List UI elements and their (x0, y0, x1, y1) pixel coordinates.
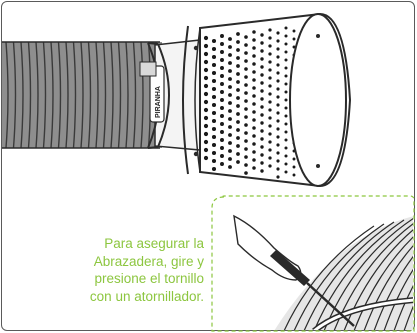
perforation-dots (203, 26, 296, 179)
hose-clamp: PIRANHA (139, 42, 170, 149)
filter-end-cap (289, 13, 347, 187)
screwdriver-icon (270, 250, 355, 327)
inset-callout-border (211, 195, 415, 332)
flexible-duct (2, 41, 162, 149)
instruction-caption: Para asegurar la Abrazadera, gire y pres… (89, 236, 204, 304)
clamp-brand-label: PIRANHA (155, 86, 162, 118)
screwdriver-inset-illustration (233, 214, 413, 330)
